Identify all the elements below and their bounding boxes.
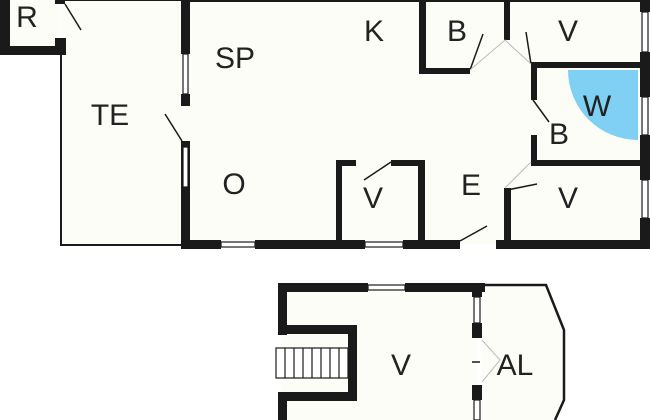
room-label-w: W [583,90,612,123]
room-label-b-top: B [447,15,467,48]
room-label-te: TE [91,99,129,132]
room-label-al: AL [497,349,534,382]
room-label-r: R [16,1,38,34]
doors [64,3,566,420]
room-label-k: K [364,15,384,48]
room-label-v-top-right: V [558,15,578,48]
door-openings [469,39,532,383]
w-area [568,70,638,140]
room-label-v-annex: V [391,349,411,382]
room-label-e: E [461,169,481,202]
room-label-v-lower-right: V [558,182,578,215]
room-label-sp: SP [215,42,255,75]
room-label-b-right: B [549,118,569,151]
windows [182,11,649,420]
room-label-v-closet: V [363,182,383,215]
floors [8,0,646,420]
room-label-o: O [222,168,245,201]
stairs [275,347,349,379]
